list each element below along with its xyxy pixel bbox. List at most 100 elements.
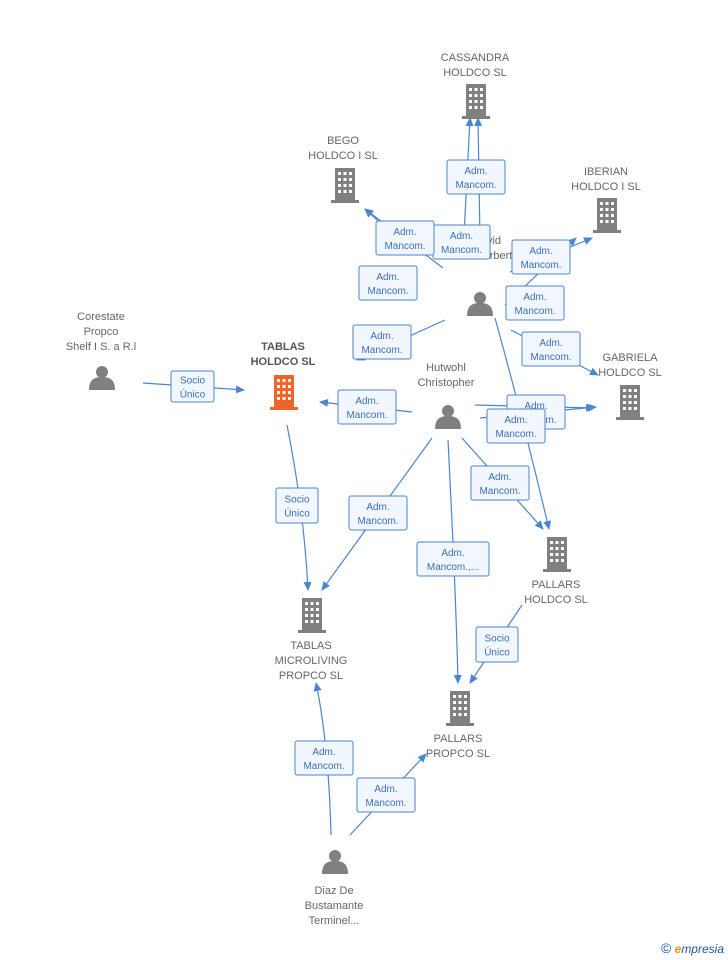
- edge-label-box: [511, 239, 571, 275]
- edge-label-text: Mancom.: [361, 345, 402, 356]
- edge-label-e19[interactable]: Adm. Mancom.: [294, 740, 354, 776]
- edge-label-box: [358, 265, 418, 301]
- node-label-line: Christopher: [418, 377, 475, 389]
- node-label-line: PROPCO SL: [279, 670, 343, 682]
- edge-label-box: [475, 626, 519, 663]
- watermark-brand-first: e: [674, 942, 682, 956]
- edge-label-text: Adm.: [376, 272, 399, 283]
- edge-label-text: Mancom.,...: [427, 562, 479, 573]
- edge-label-box: [521, 331, 581, 367]
- edge-label-e5[interactable]: Adm. Mancom.: [358, 265, 418, 301]
- node-label-line: MICROLIVING: [275, 655, 348, 667]
- edge-label-text: Único: [284, 507, 310, 520]
- edge-label-e9[interactable]: Adm.Mancom.: [521, 331, 581, 367]
- edge-label-text: Adm.: [312, 747, 335, 758]
- node-label-line: HOLDCO SL: [443, 67, 507, 79]
- node-label-line: HOLDCO SL: [251, 356, 316, 368]
- edge-label-e17[interactable]: Adm. Mancom.,...: [416, 541, 490, 577]
- building-icon: [543, 537, 571, 572]
- edge-label-text: Único: [180, 388, 206, 401]
- edge-label-e4[interactable]: Adm.Mancom.: [375, 220, 435, 256]
- person-icon: [89, 366, 115, 390]
- node-label-line: GABRIELA: [602, 352, 658, 364]
- node-label-line: PROPCO SL: [426, 748, 490, 760]
- empresia-watermark: © empresia: [661, 940, 724, 956]
- node-label-line: Hutwohl: [426, 362, 466, 374]
- edge-label-e7[interactable]: Adm. Mancom.: [511, 239, 571, 275]
- edge-label-text: Mancom.: [357, 516, 398, 527]
- node-diaz[interactable]: Diaz DeBustamanteTerminel...: [305, 850, 364, 927]
- edge-label-text: Adm.: [488, 472, 511, 483]
- building-icon: [462, 84, 490, 119]
- watermark-brand-rest: mpresia: [681, 942, 724, 956]
- edge-label-text: Mancom.: [479, 486, 520, 497]
- person-icon: [467, 292, 493, 316]
- edge-label-text: Socio: [284, 495, 309, 506]
- edge-label-text: Mancom.: [365, 798, 406, 809]
- edge-label-text: Mancom.: [514, 306, 555, 317]
- edge-label-e16[interactable]: Adm. Mancom.: [348, 495, 408, 531]
- edge-label-text: Adm.: [393, 227, 416, 238]
- edge-label-text: Adm.: [441, 548, 464, 559]
- edge-label-text: Mancom.: [441, 245, 482, 256]
- person-icon: [435, 405, 461, 429]
- edge-label-box: [352, 324, 412, 360]
- copyright-symbol: ©: [660, 940, 672, 956]
- node-gabriela[interactable]: GABRIELA HOLDCO SL: [598, 352, 662, 420]
- edge-label-text: Socio: [180, 376, 205, 387]
- edge-label-text: Adm.: [523, 292, 546, 303]
- edge-label-text: Adm.: [374, 784, 397, 795]
- edge-label-e6[interactable]: Adm.Mancom.: [352, 324, 412, 360]
- edge-label-text: Mancom.: [495, 429, 536, 440]
- node-label-line: Corestate: [77, 311, 125, 323]
- node-label-line: Shelf I S. a R.l: [66, 341, 136, 353]
- edge-label-text: Adm.: [464, 166, 487, 177]
- building-icon: [446, 691, 474, 726]
- node-label-line: HOLDCO SL: [524, 594, 588, 606]
- edge-label-text: Adm.: [450, 231, 473, 242]
- edge-label-text: Mancom.: [346, 410, 387, 421]
- building-icon: [270, 375, 298, 410]
- edge-label-text: Mancom.: [303, 761, 344, 772]
- edge-label-text: Adm.: [366, 502, 389, 513]
- edge-label-box: [486, 408, 546, 444]
- node-label-line: Propco: [84, 326, 119, 338]
- edge-label-e10[interactable]: Adm. Mancom.: [337, 389, 397, 425]
- node-label-line: Terminel...: [309, 915, 360, 927]
- edge-label-e8[interactable]: Adm. Mancom.: [505, 285, 565, 321]
- edge-label-box: [470, 465, 530, 501]
- edge-label-text: Adm.: [504, 415, 527, 426]
- node-label-line: HOLDCO I SL: [308, 150, 378, 162]
- edge-label-e14[interactable]: Adm. Mancom.: [470, 465, 530, 501]
- edge-label-e20[interactable]: Adm. Mancom.: [356, 777, 416, 813]
- edge-label-text: Mancom.: [455, 180, 496, 191]
- edge-label-text: Adm.: [529, 246, 552, 257]
- edge-label-box: [337, 389, 397, 425]
- edge-label-e12[interactable]: Adm. Mancom.: [486, 408, 546, 444]
- edge-label-text: Mancom.: [367, 286, 408, 297]
- edge-label-text: Mancom.: [520, 260, 561, 271]
- building-icon: [593, 198, 621, 233]
- building-icon: [331, 168, 359, 203]
- node-label-line: Diaz De: [314, 885, 353, 897]
- edge-label-box: [375, 220, 435, 256]
- edge-label-box: [294, 740, 354, 776]
- edge-label-text: Adm.: [355, 396, 378, 407]
- edge-label-box: [348, 495, 408, 531]
- edge-label-e3[interactable]: Adm. Mancom.: [432, 224, 491, 260]
- edge-label-e2[interactable]: Adm. Mancom.: [446, 159, 506, 195]
- node-label-line: HOLDCO SL: [598, 367, 662, 379]
